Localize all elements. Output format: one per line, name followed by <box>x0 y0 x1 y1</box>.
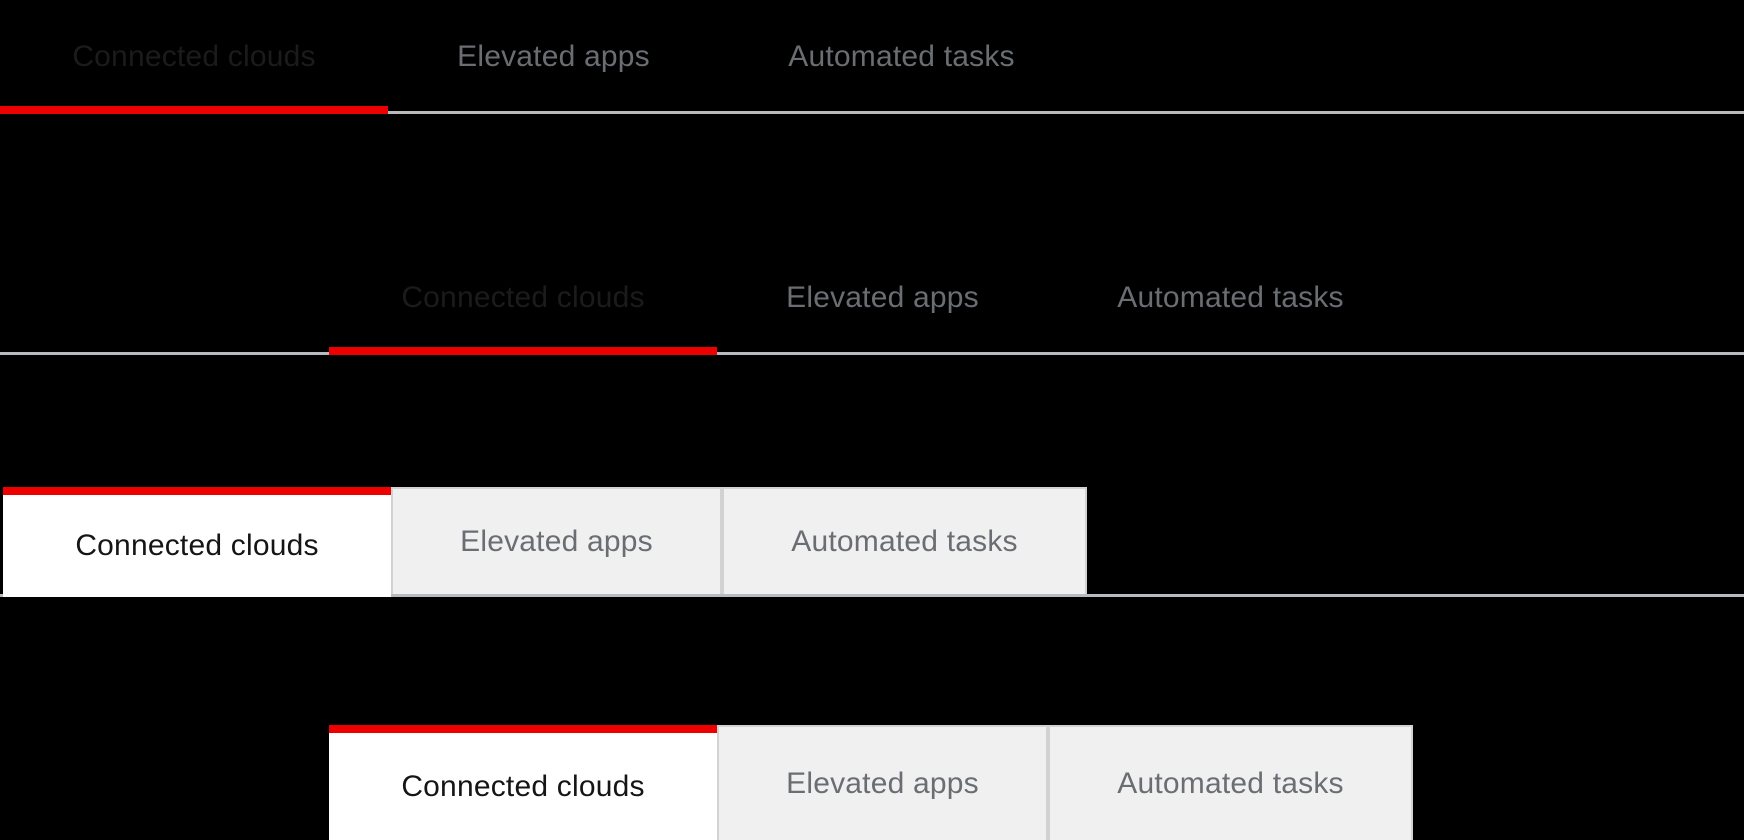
tab-label: Elevated apps <box>460 524 653 558</box>
tab-automated-tasks[interactable]: Automated tasks <box>1048 241 1413 355</box>
tab-label: Automated tasks <box>788 40 1015 73</box>
tab-connected-clouds[interactable]: Connected clouds <box>329 725 717 840</box>
tab-label: Elevated apps <box>786 281 979 314</box>
tab-baseline-rule <box>0 352 1744 355</box>
tab-label: Connected clouds <box>75 529 319 562</box>
tab-label: Connected clouds <box>401 281 645 314</box>
tab-group-underline-flush: Connected clouds Elevated apps Automated… <box>0 0 1744 114</box>
tab-label: Automated tasks <box>791 524 1018 558</box>
tab-baseline-rule <box>0 594 1744 597</box>
tab-label: Automated tasks <box>1117 281 1344 314</box>
tab-connected-clouds[interactable]: Connected clouds <box>3 487 391 597</box>
tablist: Connected clouds Elevated apps Automated… <box>3 487 1087 597</box>
tab-group-box-indented: Connected clouds Elevated apps Automated… <box>0 725 1744 840</box>
tab-elevated-apps[interactable]: Elevated apps <box>717 241 1048 355</box>
tablist: Connected clouds Elevated apps Automated… <box>0 0 1084 114</box>
tab-label: Elevated apps <box>786 766 979 800</box>
tab-connected-clouds[interactable]: Connected clouds <box>0 0 388 114</box>
tab-baseline-rule <box>0 111 1744 114</box>
tab-automated-tasks[interactable]: Automated tasks <box>1048 725 1413 840</box>
tab-group-box-flush: Connected clouds Elevated apps Automated… <box>0 487 1744 597</box>
tab-label: Connected clouds <box>72 40 316 73</box>
tab-elevated-apps[interactable]: Elevated apps <box>717 725 1048 840</box>
tablist: Connected clouds Elevated apps Automated… <box>329 725 1413 840</box>
tab-automated-tasks[interactable]: Automated tasks <box>722 487 1087 594</box>
tab-group-underline-indented: Connected clouds Elevated apps Automated… <box>0 241 1744 355</box>
tab-label: Elevated apps <box>457 40 650 73</box>
tab-automated-tasks[interactable]: Automated tasks <box>719 0 1084 114</box>
tab-label: Automated tasks <box>1117 766 1344 800</box>
tab-elevated-apps[interactable]: Elevated apps <box>391 487 722 594</box>
tab-connected-clouds[interactable]: Connected clouds <box>329 241 717 355</box>
tab-label: Connected clouds <box>401 769 645 803</box>
tab-elevated-apps[interactable]: Elevated apps <box>388 0 719 114</box>
tablist: Connected clouds Elevated apps Automated… <box>329 241 1413 355</box>
